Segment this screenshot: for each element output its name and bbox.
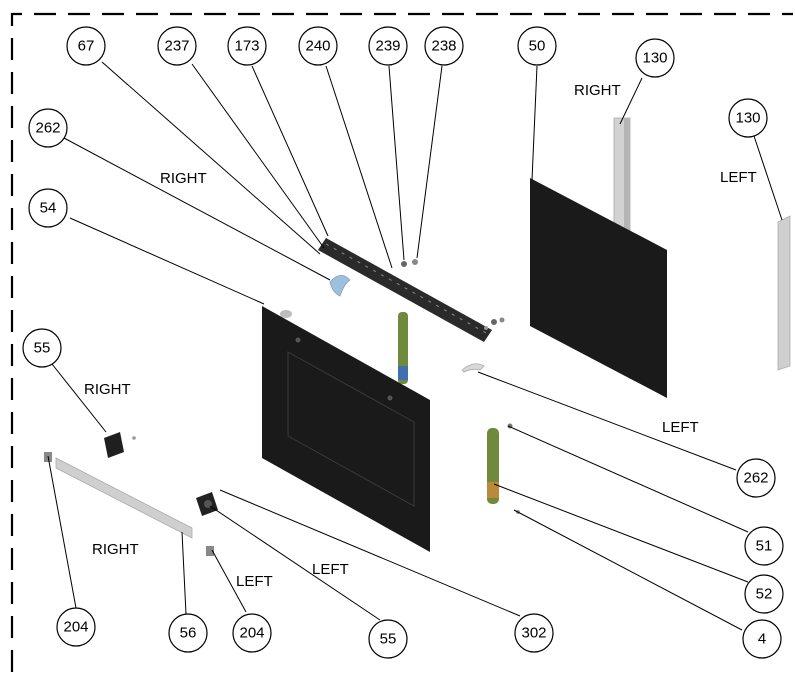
callout-302-text: 302 [521,625,546,642]
callout-238: 238 [424,26,464,66]
outer-door-glass-part [262,306,430,552]
hardware-part [491,319,497,325]
callout-130-right-text: 130 [642,50,667,67]
leader-lines [47,61,783,631]
callout-51: 51 [744,526,784,566]
bracket-bottom-part [196,492,218,516]
bottom-trim-bar-part [55,457,193,539]
callout-67-text: 67 [78,38,95,55]
callout-204-left-text: 204 [63,619,88,636]
callout-204-right-text: 204 [239,625,264,642]
hinge-clip-right-part [329,275,351,297]
hinge-clip-left-part [461,363,485,373]
callout-55-bottom-text: 55 [380,631,397,648]
label-right-55: RIGHT [84,381,131,398]
callout-239-text: 239 [375,38,400,55]
callout-54: 54 [28,188,68,228]
callout-4-text: 4 [758,631,766,648]
callout-54-text: 54 [40,200,57,217]
label-right-130: RIGHT [574,82,621,99]
callout-130-left-text: 130 [735,110,760,127]
callout-262-bottom-text: 262 [743,470,768,487]
callout-4: 4 [742,619,782,659]
callout-240: 240 [298,26,338,66]
callout-130-left: 130 [728,98,768,138]
callout-50-text: 50 [529,38,546,55]
callout-262-bottom: 262 [736,458,776,498]
label-right-262: RIGHT [160,170,207,187]
hardware-part [484,326,488,330]
label-left-55: LEFT [312,561,349,578]
label-right-56: RIGHT [92,541,139,558]
bracket-top-part [104,432,136,458]
callout-302: 302 [514,613,554,653]
callout-56: 56 [168,613,208,653]
callout-262-top-text: 262 [35,120,60,137]
callout-50: 50 [517,26,557,66]
callout-51-text: 51 [756,538,773,555]
callout-173-text: 173 [234,38,259,55]
callout-55-bottom: 55 [368,619,408,659]
side-frame-left-part [777,215,791,371]
callout-67: 67 [66,26,106,66]
callout-55-top: 55 [22,328,62,368]
callout-52-text: 52 [756,586,773,603]
callout-237-text: 237 [164,38,189,55]
top-trim-bar-part [318,238,492,342]
screw-part [401,261,407,267]
callout-55-top-text: 55 [34,340,51,357]
callout-238-text: 238 [431,38,456,55]
callout-239: 239 [368,26,408,66]
label-left-262: LEFT [662,419,699,436]
callout-204-right: 204 [232,613,272,653]
hinge-rod-lower-part [487,428,499,504]
dashed-boundary [10,12,793,672]
callout-130-right: 130 [635,38,675,78]
callout-204-left: 204 [56,607,96,647]
label-left-130: LEFT [720,169,757,186]
hardware-part [499,317,505,323]
callout-173: 173 [227,26,267,66]
callout-262-top: 262 [28,108,68,148]
callout-56-text: 56 [180,625,197,642]
screw-part [412,259,418,265]
callout-52: 52 [744,574,784,614]
end-cap-right-part [206,546,214,556]
callout-237: 237 [157,26,197,66]
label-left-204: LEFT [236,573,273,590]
hinge-rod-upper-part [398,312,408,384]
inner-glass-panel-part [530,178,667,398]
callout-240-text: 240 [305,38,330,55]
